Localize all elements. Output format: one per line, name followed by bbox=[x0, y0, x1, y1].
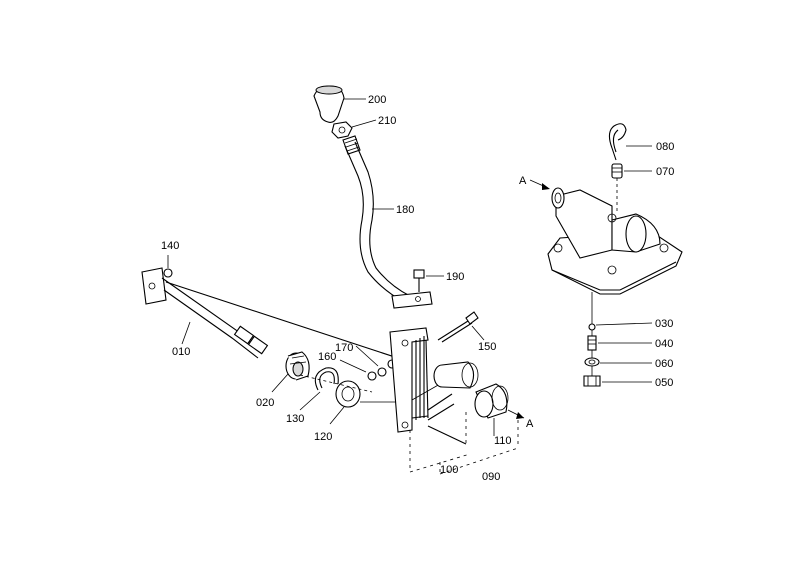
label-210: 210 bbox=[378, 115, 396, 127]
label-010: 010 bbox=[172, 346, 190, 358]
plug-050 bbox=[583, 375, 601, 387]
label-170: 170 bbox=[335, 342, 353, 354]
label-160: 160 bbox=[318, 351, 336, 363]
ball-030 bbox=[588, 323, 596, 331]
washer-060 bbox=[584, 357, 600, 367]
label-150: 150 bbox=[478, 341, 496, 353]
snap-ring-130 bbox=[314, 367, 339, 391]
washer-160 bbox=[367, 371, 377, 381]
ref-a-lower: A bbox=[526, 418, 534, 430]
label-070: 070 bbox=[656, 166, 674, 178]
label-100: 100 bbox=[440, 464, 458, 476]
bushing-110 bbox=[474, 383, 509, 419]
spring-040 bbox=[587, 335, 597, 351]
label-120: 120 bbox=[314, 431, 332, 443]
shift-bracket-100 bbox=[389, 327, 467, 445]
label-180: 180 bbox=[396, 204, 414, 216]
collar bbox=[433, 361, 479, 389]
bushing-020 bbox=[285, 351, 310, 381]
washer-120 bbox=[335, 380, 361, 408]
knob-200 bbox=[313, 85, 345, 123]
cover-housing bbox=[547, 187, 683, 295]
ref-a-upper: A bbox=[519, 175, 527, 187]
label-030: 030 bbox=[655, 318, 673, 330]
shift-rod-010 bbox=[141, 267, 411, 363]
label-040: 040 bbox=[655, 338, 673, 350]
label-140: 140 bbox=[161, 240, 179, 252]
label-050: 050 bbox=[655, 377, 673, 389]
label-080: 080 bbox=[656, 141, 674, 153]
spring-070 bbox=[611, 163, 623, 179]
nut-210 bbox=[331, 121, 353, 139]
bolt-150 bbox=[437, 311, 479, 343]
bolt-140 bbox=[163, 268, 173, 278]
shift-lever-180 bbox=[342, 135, 411, 303]
assembly-brackets bbox=[409, 412, 519, 476]
label-060: 060 bbox=[655, 358, 673, 370]
bolt-190 bbox=[413, 269, 425, 292]
label-110: 110 bbox=[494, 435, 512, 447]
label-130: 130 bbox=[286, 413, 304, 425]
label-020: 020 bbox=[256, 397, 274, 409]
label-200: 200 bbox=[368, 94, 386, 106]
label-190: 190 bbox=[446, 271, 464, 283]
hook-080 bbox=[608, 123, 627, 161]
label-090: 090 bbox=[482, 471, 500, 483]
